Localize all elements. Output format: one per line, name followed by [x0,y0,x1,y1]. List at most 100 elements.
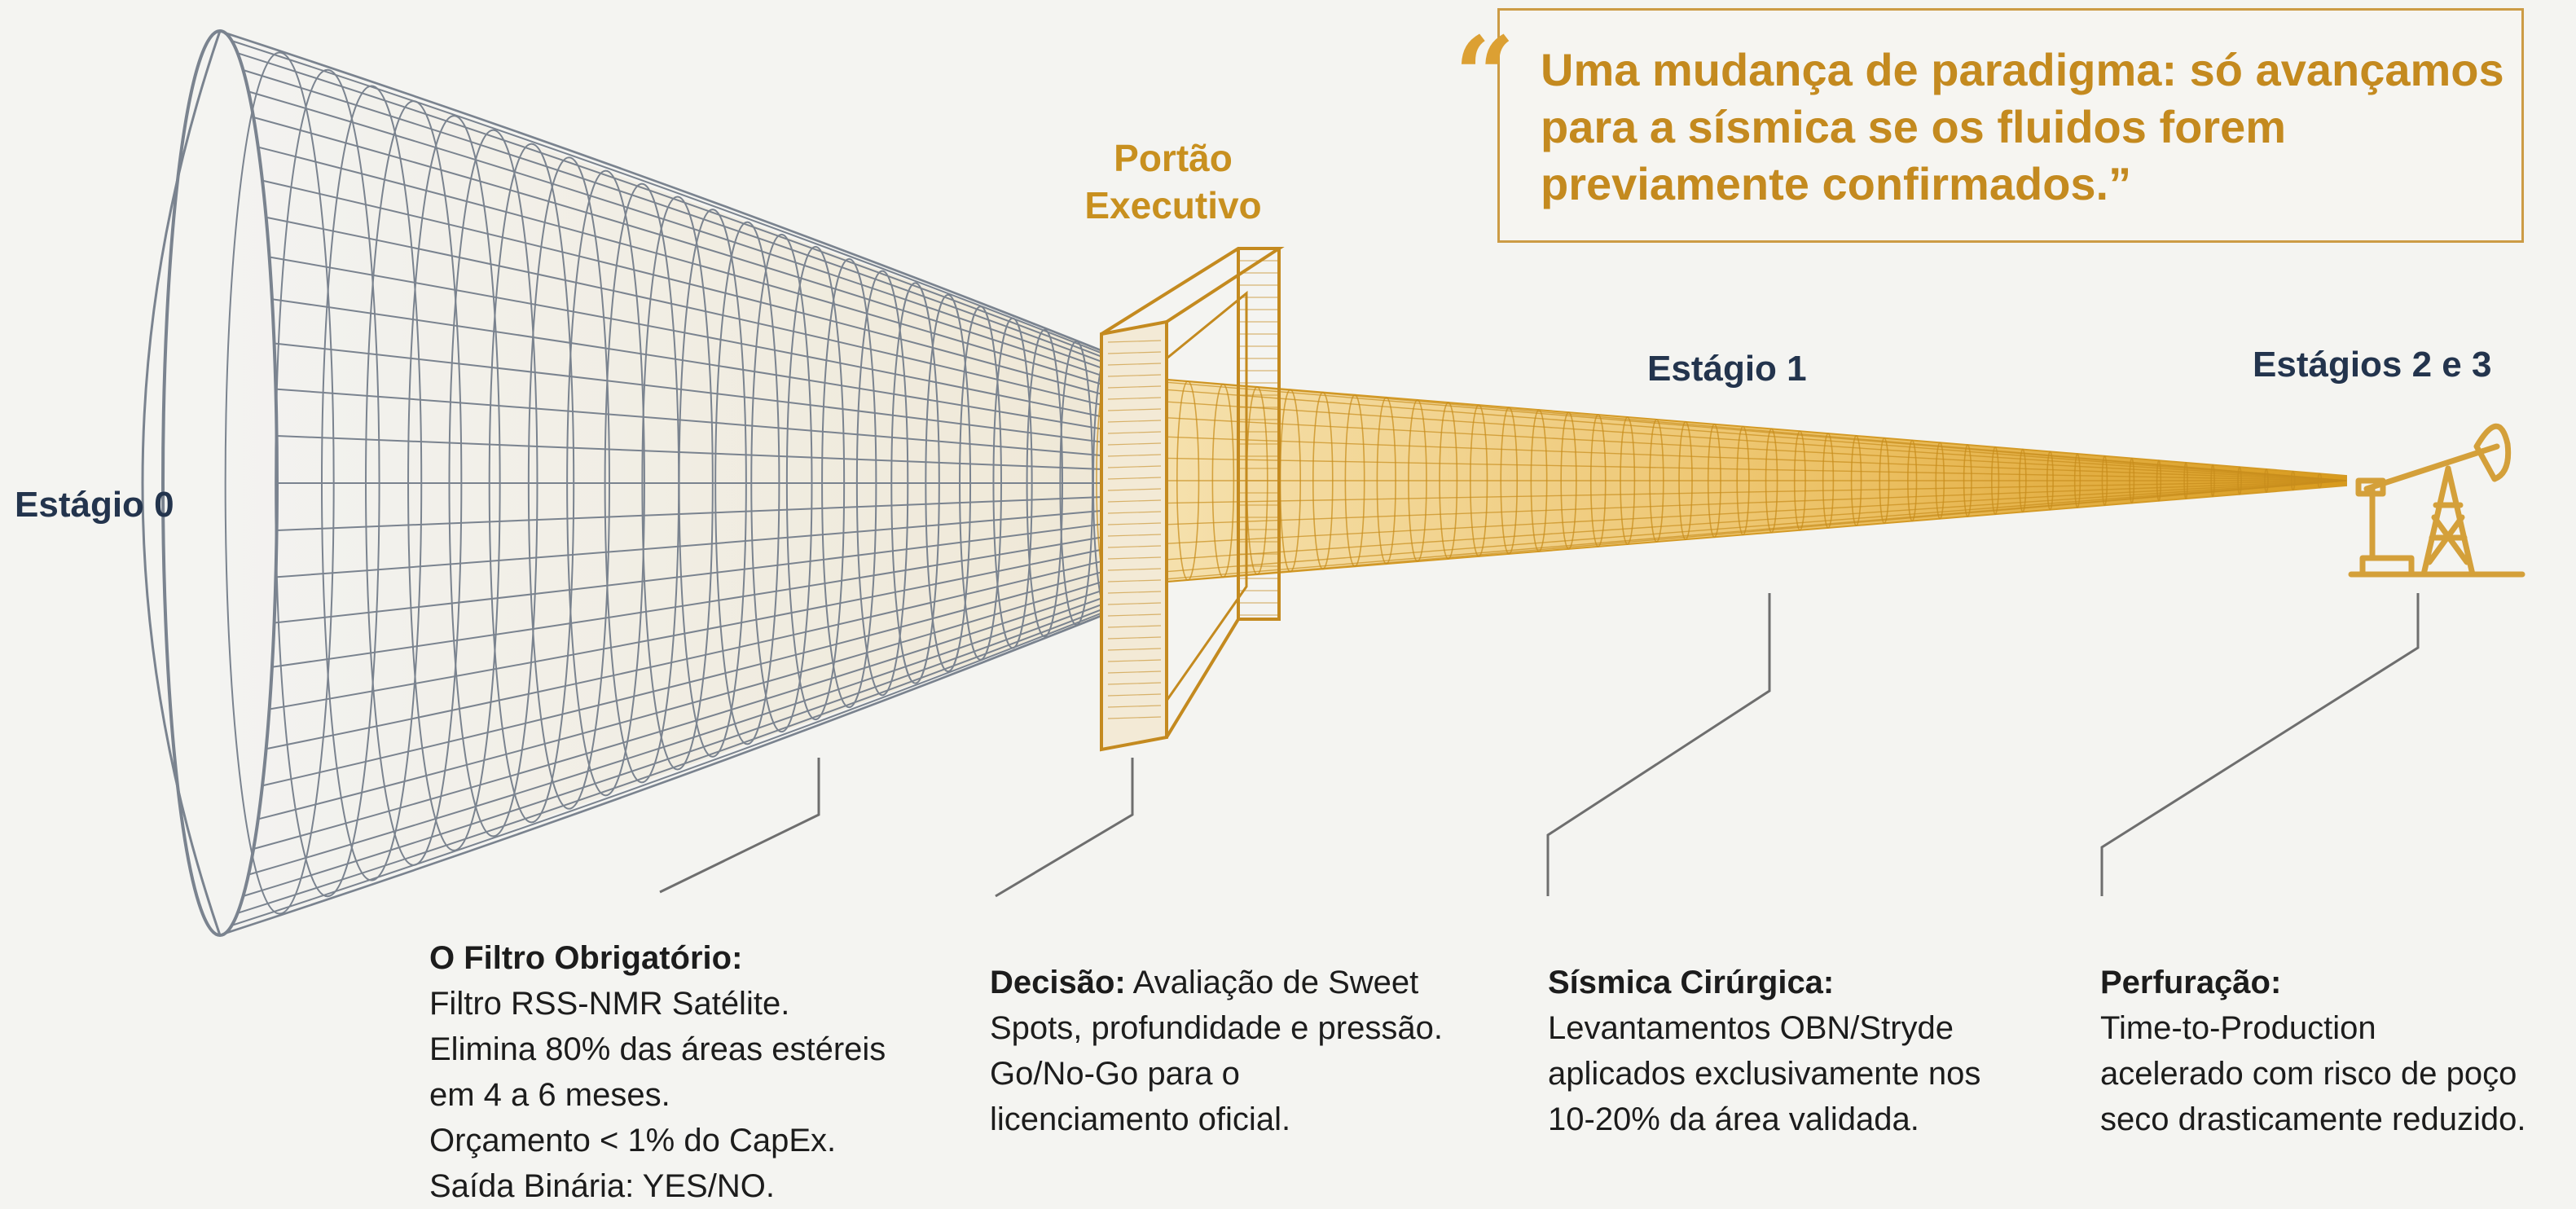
beam-meridian [1107,480,2347,547]
annotation-seismic: Sísmica Cirúrgica: Levantamentos OBN/Str… [1548,960,2069,1142]
annotation-seismic-line: 10-20% da área validada. [1548,1101,1919,1137]
stage-1-label: Estágio 1 [1647,349,1807,389]
quote-text: Uma mudança de paradigma: só avançamos p… [1541,44,2504,209]
quote-icon: “ [1454,13,1515,138]
beam-meridian [1107,385,2347,481]
annotation-seismic-title: Sísmica Cirúrgica: [1548,965,1835,1000]
gate-hatch [1107,591,1162,594]
annotation-decision-line: Go/No-Go para o [990,1056,1240,1092]
leader-line-drilling [2100,593,2420,896]
pumpjack-icon [2348,423,2525,578]
leader-line-seismic [1546,593,1771,896]
funnel-meridian [275,509,1109,578]
funnel-meridian [257,578,1109,820]
stage-2-3-label: Estágios 2 e 3 [2253,345,2492,385]
gate-hatch [1107,602,1162,605]
funnel-meridian [243,601,1109,897]
beam-meridian [1107,480,2347,528]
gate-hatch [1107,670,1162,674]
gate-top-edge [1100,247,1285,336]
funnel-meridian [237,606,1109,914]
annotation-drilling-line: seco drasticamente reduzido. [2100,1101,2526,1137]
gate-hatch [1107,431,1162,434]
annotation-decision-first: Avaliação de Sweet [1125,965,1419,1000]
gate-hatch [1107,340,1162,343]
annotation-filter-line: Filtro RSS-NMR Satélite. [429,986,790,1022]
annotation-decision-line: licenciamento oficial. [990,1101,1291,1137]
annotation-filter: O Filtro Obrigatório: Filtro RSS-NMR Sat… [429,935,951,1209]
funnel-meridian [275,388,1109,457]
stage0-funnel [141,29,1123,937]
stage-0-label: Estágio 0 [15,485,174,525]
funnel-meridian [231,40,1109,357]
gate-hatch [1107,625,1162,628]
funnel-meridian [271,535,1109,668]
funnel-meridian [253,587,1109,850]
funnel-meridian [262,569,1109,787]
beam-meridian [1107,414,2347,481]
gate-label: Portão Executivo [1051,134,1295,229]
annotation-drilling-line: acelerado com risco de poço [2100,1056,2517,1092]
gate-hatch [1107,613,1162,617]
funnel-meridian [266,216,1109,407]
funnel-meridian [274,342,1109,444]
gate-hatch [1107,693,1162,697]
gate-hatch [1107,659,1162,662]
gate-hatch [1107,477,1162,480]
funnel-rim-back [141,30,222,936]
beam-meridian [1107,433,2347,481]
beam-meridian [1107,397,2347,481]
leader-lines [659,593,2420,898]
funnel-meridian [253,117,1109,379]
funnel-meridian [237,52,1109,360]
gate-hatch [1107,511,1162,514]
gate-hatch [1107,556,1162,560]
gate-back-face [1238,248,1281,621]
funnel-meridian [231,609,1109,926]
funnel-meridian [226,33,1109,354]
gate-hatch [1107,636,1162,640]
gate-hatch [1107,705,1162,708]
beam-meridian [1107,456,2347,481]
gate-hatch [1107,420,1162,423]
gate-hatch [1107,716,1162,719]
annotation-filter-line: Saída Binária: YES/NO. [429,1168,775,1204]
quote-box: “ Uma mudança de paradigma: só avançamos… [1454,8,2524,243]
executive-gate-frame [1100,247,1285,752]
annotation-decision: Decisão: Avaliação de Sweet Spots, profu… [990,960,1528,1142]
gate-hatch [1107,397,1162,400]
funnel-meridian [219,613,1109,936]
funnel-meridian [266,559,1109,750]
funnel-meridian [248,90,1109,371]
beam-meridian [1107,376,2347,481]
gate-hatch [1107,545,1162,548]
annotation-decision-title: Decisão: [990,965,1126,1000]
annotation-drilling-line: Time-to-Production [2100,1010,2376,1046]
gate-hatch [1107,682,1162,685]
annotation-seismic-line: aplicados exclusivamente nos [1548,1056,1981,1092]
annotation-filter-line: Elimina 80% das áreas estéreis [429,1031,886,1067]
gate-hatch [1107,374,1162,377]
gate-hatch [1107,351,1162,354]
gate-hatch [1107,465,1162,468]
stage1-beam [1096,373,2347,588]
gate-hatch [1107,408,1162,411]
annotation-drilling: Perfuração: Time-to-Production acelerado… [2100,960,2576,1142]
beam-meridian [1107,480,2347,565]
annotation-seismic-line: Levantamentos OBN/Stryde [1548,1010,1954,1046]
annotation-drilling-title: Perfuração: [2100,965,2282,1000]
gate-hatch [1107,454,1162,457]
beam-meridian [1107,480,2347,587]
gate-hatch [1107,488,1162,491]
gate-hatch [1107,363,1162,366]
gate-hatch [1107,579,1162,583]
gate-hatch [1107,522,1162,525]
gate-hatch [1107,648,1162,651]
beam-meridian [1107,480,2347,505]
annotation-filter-line: em 4 a 6 meses. [429,1077,670,1113]
funnel-meridian [269,256,1109,419]
gate-hatch [1107,568,1162,571]
gate-hatch [1107,385,1162,389]
funnel-meridian [257,146,1109,388]
